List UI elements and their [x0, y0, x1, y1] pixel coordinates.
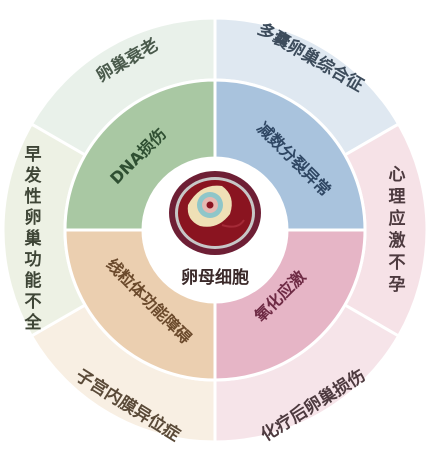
outer-label-char: 激 [389, 230, 406, 251]
outer-label-char: 全 [24, 312, 43, 333]
outer-label-char: 卵 [25, 207, 42, 228]
inner-segment-oxidative-stress [213, 228, 367, 382]
outer-label-char: 发 [24, 165, 43, 186]
outer-label-char: 不 [25, 292, 42, 312]
outer-label-char: 不 [389, 253, 406, 273]
outer-label-char: 性 [25, 186, 42, 207]
outer-label-char: 理 [389, 187, 406, 207]
outer-label-char: 应 [389, 208, 406, 229]
outer-label-char: 孕 [389, 275, 406, 295]
inner-segment-mitochondria [63, 228, 217, 382]
outer-label-char: 功 [25, 250, 42, 270]
center-label: 卵母细胞 [181, 267, 249, 288]
outer-label-char: 巢 [24, 228, 43, 249]
inner-segment-meiosis [213, 78, 367, 232]
outer-label-char: 早 [25, 145, 42, 165]
inner-segment-dna-damage [63, 78, 217, 232]
oocyte-icon [169, 171, 261, 255]
outer-label-char: 心 [389, 165, 406, 185]
outer-label-char: 能 [25, 270, 42, 291]
